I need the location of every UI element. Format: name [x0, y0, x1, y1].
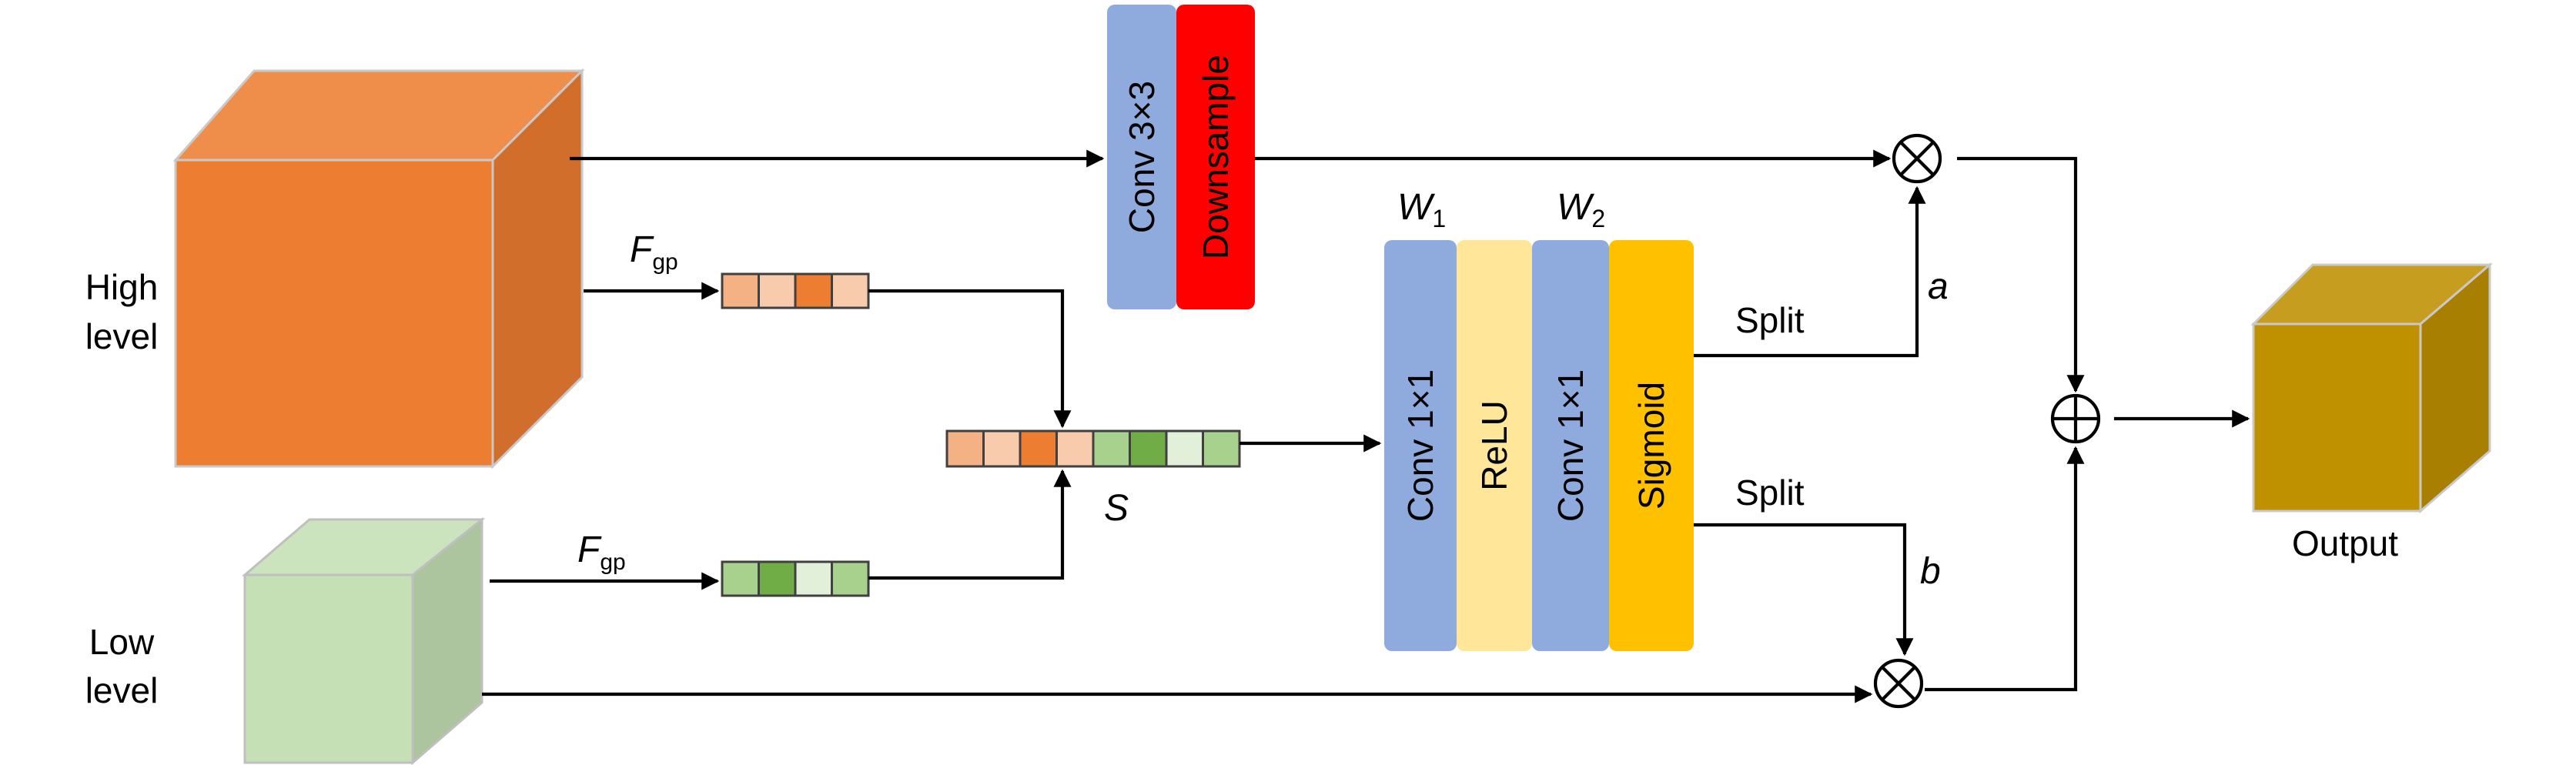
- concat-vector-cell-5: [1092, 429, 1131, 468]
- w2-label: W2: [1557, 187, 1605, 232]
- conv1x1-block-1: Conv 1×1: [1384, 240, 1457, 651]
- fgp-top-main: F: [630, 229, 654, 270]
- a-label: a: [1928, 266, 1949, 307]
- high-level-label-line1: High: [85, 267, 159, 307]
- multiply-operator-top: [1892, 133, 1942, 184]
- concat-vector-cell-1: [945, 429, 985, 468]
- multiply-operator-bottom: [1873, 658, 1924, 709]
- fgp-bottom-main: F: [577, 529, 602, 570]
- w1-label: W1: [1397, 187, 1446, 232]
- high-vector-cell-3: [794, 272, 833, 309]
- low-level-label-line2: level: [85, 670, 159, 710]
- fgp-top-sub: gp: [652, 249, 677, 275]
- arrow-split-b: [1694, 523, 1914, 656]
- high-vector-cell-2: [758, 272, 797, 309]
- arrow-high-vector-to-concat: [868, 289, 1072, 429]
- fgp-bottom-sub: gp: [600, 550, 625, 575]
- concat-vector-cell-4: [1055, 429, 1095, 468]
- arrow-split-a: [1694, 185, 1926, 358]
- split-label-bottom: Split: [1735, 473, 1805, 513]
- conv1x1-label-1: Conv 1×1: [1400, 369, 1440, 522]
- low-vector-cell-3: [794, 560, 833, 597]
- b-label: b: [1920, 551, 1941, 592]
- fgp-label-top: Fgp: [630, 229, 678, 275]
- low-level-pooled-vector: [721, 560, 870, 597]
- w1-main: W: [1397, 187, 1436, 228]
- s-label: S: [1104, 488, 1129, 529]
- concatenated-vector-s: [945, 429, 1241, 468]
- w2-main: W: [1557, 187, 1595, 228]
- arrow-low-vector-to-concat: [868, 469, 1072, 580]
- add-operator: [2050, 393, 2101, 444]
- low-vector-cell-1: [721, 560, 760, 597]
- concat-vector-cell-6: [1129, 429, 1168, 468]
- relu-label: ReLU: [1474, 400, 1514, 491]
- relu-block: ReLU: [1457, 240, 1532, 651]
- conv3x3-block: Conv 3×3: [1107, 5, 1176, 309]
- downsample-block: Downsample: [1176, 5, 1255, 309]
- connectors: [482, 149, 2250, 703]
- w1-sub: 1: [1432, 205, 1446, 232]
- concat-vector-cell-2: [982, 429, 1022, 468]
- sigmoid-label: Sigmoid: [1631, 382, 1671, 509]
- high-vector-cell-4: [831, 272, 870, 309]
- split-label-top: Split: [1735, 300, 1805, 340]
- high-level-cube: [172, 68, 585, 469]
- w2-sub: 2: [1591, 205, 1605, 232]
- conv3x3-label: Conv 3×3: [1122, 81, 1162, 233]
- low-level-label-line1: Low: [89, 622, 155, 662]
- fgp-label-bottom: Fgp: [577, 529, 626, 575]
- high-level-pooled-vector: [721, 272, 870, 309]
- sigmoid-block: Sigmoid: [1609, 240, 1694, 651]
- downsample-label: Downsample: [1196, 55, 1236, 259]
- concat-vector-cell-7: [1165, 429, 1204, 468]
- arrow-multiply-bottom-to-add: [1925, 446, 2085, 692]
- concat-vector-cell-3: [1019, 429, 1058, 468]
- conv1x1-block-2: Conv 1×1: [1532, 240, 1609, 651]
- low-vector-cell-2: [758, 560, 797, 597]
- concat-vector-cell-8: [1202, 429, 1241, 468]
- low-vector-cell-4: [831, 560, 870, 597]
- low-level-cube: [241, 516, 486, 765]
- high-level-label-line2: level: [85, 316, 159, 356]
- output-cube: [2250, 262, 2494, 514]
- arrow-multiply-top-to-add: [1957, 156, 2085, 393]
- high-vector-cell-1: [721, 272, 760, 309]
- output-label: Output: [2292, 523, 2398, 563]
- conv1x1-label-2: Conv 1×1: [1551, 369, 1591, 522]
